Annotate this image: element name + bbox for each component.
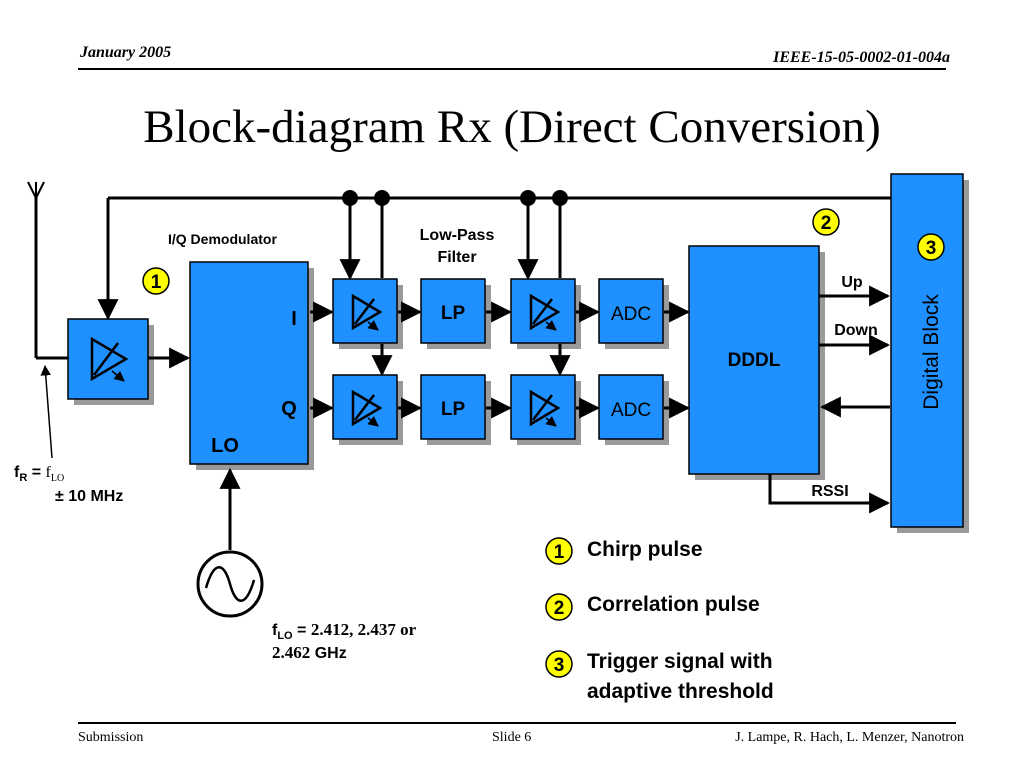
footer-rule — [78, 722, 956, 724]
flo-annotation-line2: 2.462 GHz — [272, 643, 347, 662]
q-label: Q — [281, 398, 297, 420]
legend-marker-3-number: 3 — [554, 655, 565, 676]
lp-q-block — [420, 374, 486, 440]
low-pass-filter-label-1: Low-Pass — [420, 227, 495, 244]
lp-i-label: LP — [441, 303, 466, 324]
footer-right: J. Lampe, R. Hach, L. Menzer, Nanotron — [735, 730, 964, 745]
lna-amplifier-icon — [90, 336, 129, 382]
vga-i-2-amplifier-icon — [529, 293, 561, 331]
lp-q-label: LP — [441, 399, 466, 420]
lo-label: LO — [211, 435, 239, 457]
legend-marker-1 — [545, 537, 573, 565]
fr-tolerance: ± 10 MHz — [55, 488, 124, 505]
marker-1-number: 1 — [151, 272, 162, 293]
legend-item-3-line2: adaptive threshold — [587, 680, 774, 703]
digital-block-label: Digital Block — [920, 294, 943, 410]
header-rule — [78, 68, 946, 70]
marker-1 — [142, 267, 170, 295]
oscillator-icon — [196, 550, 264, 618]
flo-annotation: fLO = 2.412, 2.437 or — [272, 620, 417, 643]
lna-block — [67, 318, 149, 400]
dddl-block — [688, 245, 820, 475]
down-label: Down — [834, 322, 878, 339]
iq-demodulator-block — [189, 261, 309, 465]
adc-q-label: ADC — [611, 400, 651, 421]
vga-q-2-amplifier-icon — [529, 389, 561, 427]
marker-3-number: 3 — [926, 238, 937, 259]
dddl-label: DDDL — [728, 350, 781, 371]
footer-center: Slide 6 — [492, 730, 532, 745]
legend-marker-1-number: 1 — [554, 542, 565, 563]
fr-annotation: fR = fLO — [14, 464, 65, 485]
marker-2 — [812, 208, 840, 236]
rssi-label: RSSI — [811, 483, 848, 500]
marker-3 — [917, 233, 945, 261]
footer-left: Submission — [78, 730, 144, 745]
legend-item-2: Correlation pulse — [587, 593, 760, 616]
header-date: January 2005 — [80, 44, 172, 61]
marker-2-number: 2 — [821, 213, 832, 234]
header-doc-id: IEEE-15-05-0002-01-004a — [773, 49, 950, 66]
legend-item-1: Chirp pulse — [587, 538, 703, 561]
adc-i-block — [598, 278, 664, 344]
legend-marker-3 — [545, 650, 573, 678]
low-pass-filter-label-2: Filter — [437, 249, 476, 266]
i-label: I — [291, 308, 297, 330]
adc-i-label: ADC — [611, 304, 651, 325]
digital-block — [890, 173, 964, 528]
legend-item-3-line1: Trigger signal with — [587, 650, 773, 673]
vga-i-1-amplifier-icon — [351, 293, 383, 331]
iq-demodulator-label: I/Q Demodulator — [168, 231, 277, 247]
up-label: Up — [841, 274, 863, 291]
page-title: Block-diagram Rx (Direct Conversion) — [143, 101, 881, 153]
lp-i-block — [420, 278, 486, 344]
vga-q-1-amplifier-icon — [351, 389, 383, 427]
adc-q-block — [598, 374, 664, 440]
legend-marker-2 — [545, 593, 573, 621]
legend-marker-2-number: 2 — [554, 598, 565, 619]
